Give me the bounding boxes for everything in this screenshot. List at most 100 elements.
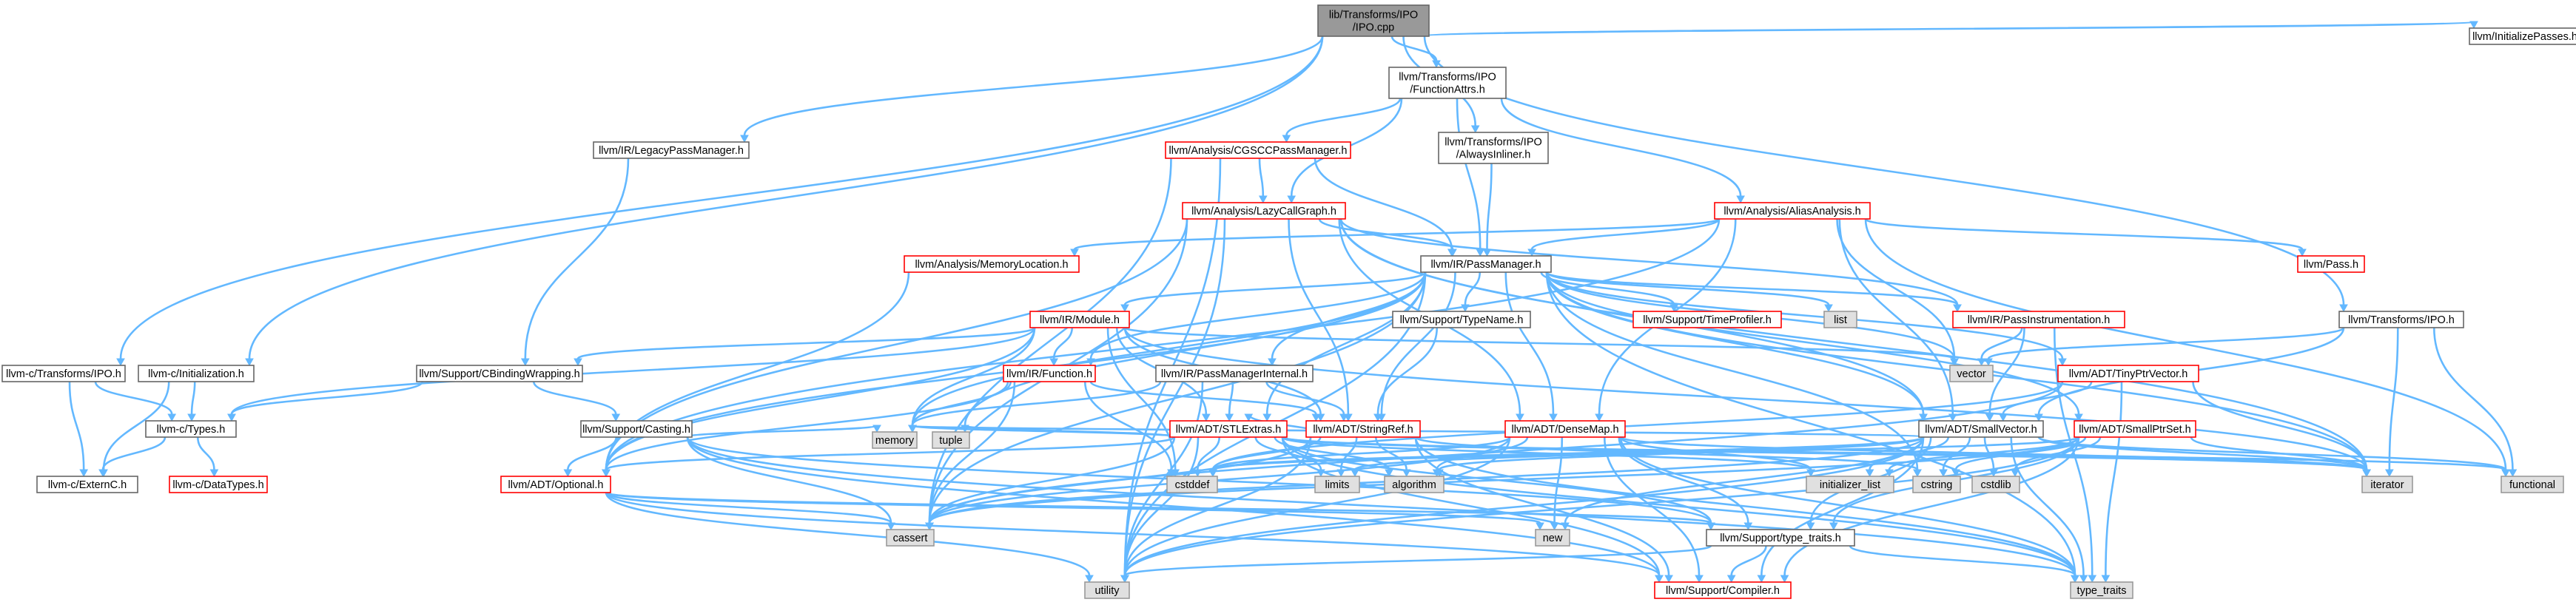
node-cstring[interactable]: cstring <box>1912 476 1961 493</box>
node-iterator[interactable]: iterator <box>2361 476 2413 493</box>
node-label: llvm/Analysis/AliasAnalysis.h <box>1724 206 1860 217</box>
node-label: llvm/IR/PassManager.h <box>1430 259 1541 271</box>
edge-cgscc_pass_manager-to-lazy_call_graph <box>1258 158 1265 197</box>
edge-ipo_cpp-to-c_initialization <box>248 36 1324 359</box>
node-label: llvm/ADT/SmallVector.h <box>1925 424 2037 436</box>
node-vector[interactable]: vector <box>1949 365 1994 382</box>
node-memory-location[interactable]: llvm/Analysis/MemoryLocation.h <box>904 255 1080 273</box>
node-c-extern-c[interactable]: llvm-c/ExternC.h <box>36 476 138 493</box>
arrowhead-module-to-function <box>1049 358 1058 367</box>
node-always-inliner[interactable]: llvm/Transforms/IPO/AlwaysInliner.h <box>1438 132 1549 164</box>
arrowhead-function-to-string_ref <box>1311 413 1321 422</box>
node-type-name[interactable]: llvm/Support/TypeName.h <box>1392 311 1531 328</box>
node-transforms-ipo-h[interactable]: llvm/Transforms/IPO.h <box>2338 311 2464 328</box>
node-memory[interactable]: memory <box>872 431 918 449</box>
node-module[interactable]: llvm/IR/Module.h <box>1029 311 1130 328</box>
node-stl-extras[interactable]: llvm/ADT/STLExtras.h <box>1169 420 1288 438</box>
node-label: algorithm <box>1392 479 1436 491</box>
edge-module-to-optional <box>605 327 1036 470</box>
node-label: llvm/IR/LegacyPassManager.h <box>599 145 744 157</box>
node-lazy-call-graph[interactable]: llvm/Analysis/LazyCallGraph.h <box>1182 202 1346 220</box>
node-pass[interactable]: llvm/Pass.h <box>2297 255 2365 273</box>
node-label: llvm-c/Transforms/IPO.h <box>6 368 121 380</box>
node-box <box>1504 420 1626 438</box>
node-label: llvm-c/Initialization.h <box>148 368 244 380</box>
node-box <box>1182 202 1346 220</box>
node-ipo-cpp[interactable]: lib/Transforms/IPO/IPO.cpp <box>1317 4 1430 37</box>
node-label: llvm/Analysis/CGSCCPassManager.h <box>1169 145 1348 157</box>
node-small-ptr-set[interactable]: llvm/ADT/SmallPtrSet.h <box>2074 420 2196 438</box>
node-c-transforms-ipo[interactable]: llvm-c/Transforms/IPO.h <box>1 365 126 382</box>
node-type-traits-h[interactable]: llvm/Support/type_traits.h <box>1706 529 1855 547</box>
arrowhead-function_attrs-to-pass_manager <box>1476 249 1485 257</box>
arrowhead-transforms_ipo_h-to-vector <box>1984 358 1993 367</box>
node-initializer-list[interactable]: initializer_list <box>1806 476 1894 493</box>
node-tiny-ptr-vector[interactable]: llvm/ADT/TinyPtrVector.h <box>2057 365 2199 382</box>
node-small-vector[interactable]: llvm/ADT/SmallVector.h <box>1918 420 2044 438</box>
node-box <box>145 420 237 438</box>
edge-c_types-to-c_data_types <box>196 436 215 470</box>
node-pass-instrumentation[interactable]: llvm/IR/PassInstrumentation.h <box>1952 311 2125 328</box>
node-alias-analysis[interactable]: llvm/Analysis/AliasAnalysis.h <box>1714 202 1871 220</box>
edge-legacy_pass_manager-to-c_binding_wrapping <box>524 158 630 359</box>
node-type-traits[interactable]: type_traits <box>2070 581 2133 599</box>
node-box <box>1714 202 1871 220</box>
node-pass-manager[interactable]: llvm/IR/PassManager.h <box>1420 255 1552 273</box>
node-time-profiler[interactable]: llvm/Support/TimeProfiler.h <box>1632 311 1782 328</box>
node-box <box>872 431 918 449</box>
node-compiler[interactable]: llvm/Support/Compiler.h <box>1654 581 1792 599</box>
node-c-initialization[interactable]: llvm-c/Initialization.h <box>138 365 255 382</box>
node-function-attrs[interactable]: llvm/Transforms/IPO/FunctionAttrs.h <box>1388 67 1507 99</box>
arrowhead-string_ref-to-compiler <box>1664 575 1673 584</box>
node-utility[interactable]: utility <box>1084 581 1130 599</box>
arrowhead-function_attrs-to-cgscc_pass_manager <box>1282 135 1291 143</box>
node-c-binding-wrapping[interactable]: llvm/Support/CBindingWrapping.h <box>416 365 583 382</box>
node-box <box>1314 476 1360 493</box>
edge-type_traits_h-to-type_traits <box>1849 544 2076 577</box>
node-initialize-passes[interactable]: llvm/InitializePasses.h <box>2469 27 2576 45</box>
edge-casting-to-memory <box>686 424 878 439</box>
node-c-types[interactable]: llvm-c/Types.h <box>145 420 237 438</box>
arrowhead-small_vector-to-type_traits <box>2079 575 2088 584</box>
edge-function_attrs-to-pass_manager <box>1456 98 1482 250</box>
arrowhead-stl_extras-to-optional <box>602 469 611 478</box>
edge-stl_extras-to-compiler <box>1281 436 1661 576</box>
edge-ipo_cpp-to-initialize_passes <box>1423 20 2475 38</box>
node-cassert[interactable]: cassert <box>886 529 935 547</box>
arrowhead-ipo_cpp-to-c_initialization <box>245 358 254 367</box>
arrowhead-stl_extras-to-algorithm <box>1385 469 1393 478</box>
node-box <box>580 420 693 438</box>
node-cstddef[interactable]: cstddef <box>1166 476 1218 493</box>
edge-alias_analysis-to-memory_location <box>1073 217 1721 251</box>
node-cgscc-pass-manager[interactable]: llvm/Analysis/CGSCCPassManager.h <box>1165 141 1351 159</box>
arrowhead-stl_extras-to-iterator <box>2362 469 2371 478</box>
node-legacy-pass-manager[interactable]: llvm/IR/LegacyPassManager.h <box>593 141 750 159</box>
edge-c_transforms_ipo-to-c_types <box>94 381 173 415</box>
node-new[interactable]: new <box>1535 529 1570 547</box>
node-pass-manager-internal[interactable]: llvm/IR/PassManagerInternal.h <box>1155 365 1314 382</box>
node-functional[interactable]: functional <box>2501 476 2564 493</box>
edge-casting-to-type_traits <box>686 436 2076 576</box>
edge-module-to-cstddef <box>1106 327 1177 470</box>
arrowhead-module-to-c_binding_wrapping <box>574 358 582 367</box>
node-list[interactable]: list <box>1823 311 1857 328</box>
node-tuple[interactable]: tuple <box>932 431 970 449</box>
arrowhead-lazy_call_graph-to-pass_manager <box>1448 249 1457 257</box>
node-label: /FunctionAttrs.h <box>1410 84 1485 96</box>
edge-ipo_cpp-to-legacy_pass_manager <box>743 36 1324 136</box>
node-casting[interactable]: llvm/Support/Casting.h <box>580 420 693 438</box>
node-cstdlib[interactable]: cstdlib <box>1971 476 2020 493</box>
edge-pass_manager-to-small_ptr_set <box>1545 271 2080 415</box>
node-label: cstdlib <box>1980 479 2011 491</box>
node-dense-map[interactable]: llvm/ADT/DenseMap.h <box>1504 420 1626 438</box>
node-function[interactable]: llvm/IR/Function.h <box>1003 365 1096 382</box>
arrowhead-legacy_pass_manager-to-c_binding_wrapping <box>520 358 530 367</box>
node-c-data-types[interactable]: llvm-c/DataTypes.h <box>169 476 268 493</box>
node-string-ref[interactable]: llvm/ADT/StringRef.h <box>1305 420 1421 438</box>
edge-alias_analysis-to-vector <box>1836 218 1956 359</box>
node-limits[interactable]: limits <box>1314 476 1360 493</box>
node-algorithm[interactable]: algorithm <box>1384 476 1445 493</box>
arrowhead-c_types-to-c_data_types <box>209 469 219 478</box>
node-optional[interactable]: llvm/ADT/Optional.h <box>500 476 611 493</box>
arrowhead-casting-to-optional <box>563 469 573 478</box>
